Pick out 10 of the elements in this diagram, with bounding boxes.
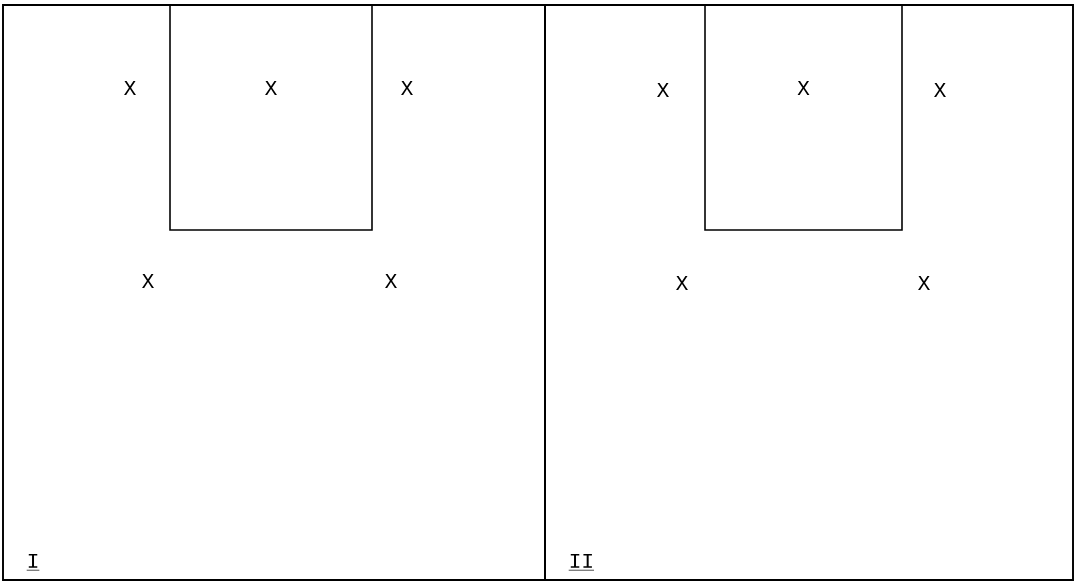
cross-mark: X	[934, 83, 946, 97]
cross-mark: X	[401, 81, 413, 95]
cross-mark: X	[385, 274, 397, 288]
cross-mark: X	[124, 81, 136, 95]
cross-mark: X	[676, 276, 688, 290]
cross-mark: X	[657, 83, 669, 97]
inner-box: X	[704, 4, 903, 231]
cross-mark: X	[142, 274, 154, 288]
cross-mark: X	[918, 276, 930, 290]
inner-box: X	[169, 4, 373, 231]
